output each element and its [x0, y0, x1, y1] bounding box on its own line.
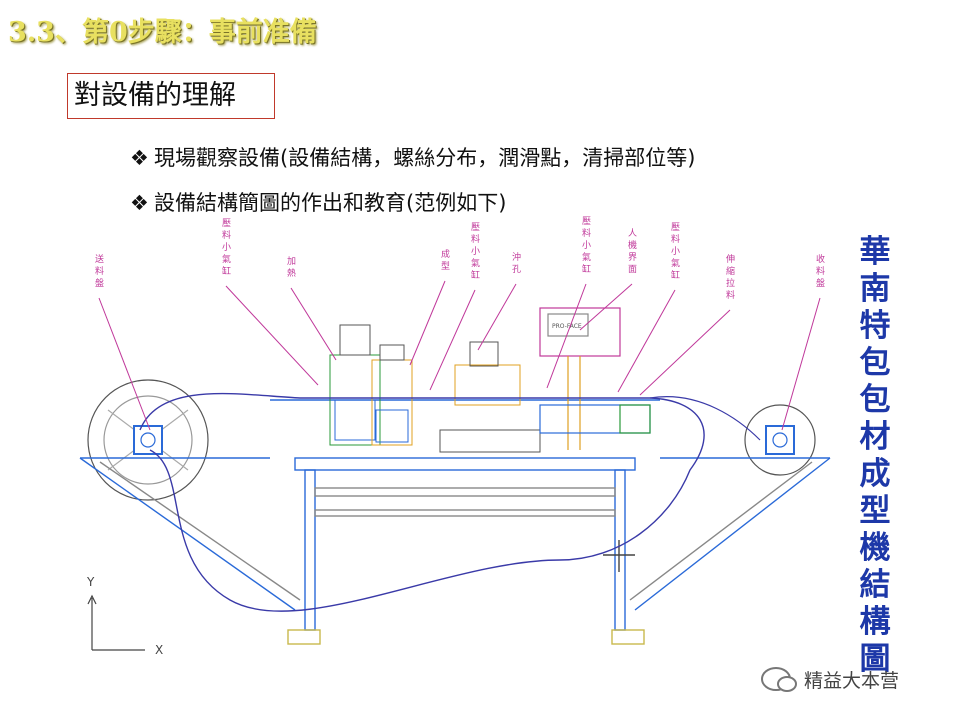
axis-x-label: X [155, 643, 163, 657]
vertical-title-char: 包 [859, 345, 891, 381]
slide-title: 3.3、第0步驟：事前准備 [8, 17, 317, 48]
label-leader-line [98, 297, 151, 431]
material-belt [139, 392, 705, 612]
hmi-screen-text: PRO-FACE [552, 323, 582, 330]
feed-spool [87, 379, 209, 501]
axis-indicator [87, 594, 145, 651]
drawing-label: 壓料小氣缸 [582, 216, 591, 275]
drawing-label: 成型 [441, 248, 450, 272]
bullet-item-1: ❖現場觀察設備(設備結構，螺絲分布，潤滑點，清掃部位等) [130, 142, 695, 172]
forming-station [371, 344, 413, 446]
drawing-label: 加熱 [287, 256, 296, 279]
take-up-spool [744, 404, 816, 476]
bullet-diamond-icon: ❖ [130, 191, 149, 215]
axis-y-label: Y [86, 575, 95, 589]
label-leader-line [477, 283, 517, 351]
vertical-title-char: 南 [859, 271, 891, 307]
drawing-label: 伸縮拉料 [726, 253, 735, 301]
label-leader-line [639, 309, 731, 396]
watermark: 精益大本营 [756, 664, 936, 694]
vertical-title-char: 成 [859, 456, 891, 492]
watermark-text: 精益大本营 [804, 670, 900, 692]
drawing-label: 收料盤 [816, 253, 825, 289]
bullet-diamond-icon: ❖ [130, 146, 149, 170]
heating-station [329, 324, 381, 446]
drawing-label: 壓料小氣缸 [671, 222, 680, 281]
label-leader-line [579, 283, 633, 331]
drawing-label: 沖孔 [512, 251, 521, 275]
vertical-title-char: 構 [859, 604, 891, 640]
label-leader-line [429, 289, 476, 391]
label-leader-line [290, 287, 337, 361]
wechat-logo-icon [761, 667, 797, 692]
section-heading: 對設備的理解 [67, 73, 275, 119]
vertical-title-char: 包 [859, 382, 891, 418]
label-leader-line [617, 289, 676, 393]
vertical-title-char: 機 [859, 530, 891, 566]
label-leader-line [781, 297, 821, 431]
drawing-label: 送料盤 [95, 253, 104, 289]
label-leader-line [225, 285, 319, 386]
drawing-vertical-title: 華南特包包材成型機結構圖 [855, 234, 895, 678]
label-leader-line [546, 283, 587, 389]
bullet-item-2: ❖設備結構簡圖的作出和教育(范例如下) [130, 187, 506, 217]
vertical-title-char: 型 [859, 493, 891, 529]
label-leader-line [409, 280, 446, 366]
vertical-title-char: 材 [859, 419, 891, 455]
pulling-station [539, 404, 651, 434]
drawing-label: 壓料小氣缸 [222, 218, 231, 277]
bullet-text-2: 設備結構簡圖的作出和教育(范例如下) [154, 191, 507, 215]
hmi-panel: PRO-FACE [539, 307, 621, 450]
vertical-title-char: 結 [859, 567, 891, 603]
bullet-text-1: 現場觀察設備(設備結構，螺絲分布，潤滑點，清掃部位等) [154, 146, 696, 170]
drawing-label: 壓料小氣缸 [471, 222, 480, 281]
vertical-title-char: 特 [859, 308, 891, 344]
vertical-title-char: 華 [859, 234, 891, 270]
drawing-label: 人機界面 [628, 228, 637, 275]
punching-station [439, 341, 541, 453]
vertical-title-char: 圖 [859, 641, 891, 677]
machine-frame [79, 399, 831, 645]
